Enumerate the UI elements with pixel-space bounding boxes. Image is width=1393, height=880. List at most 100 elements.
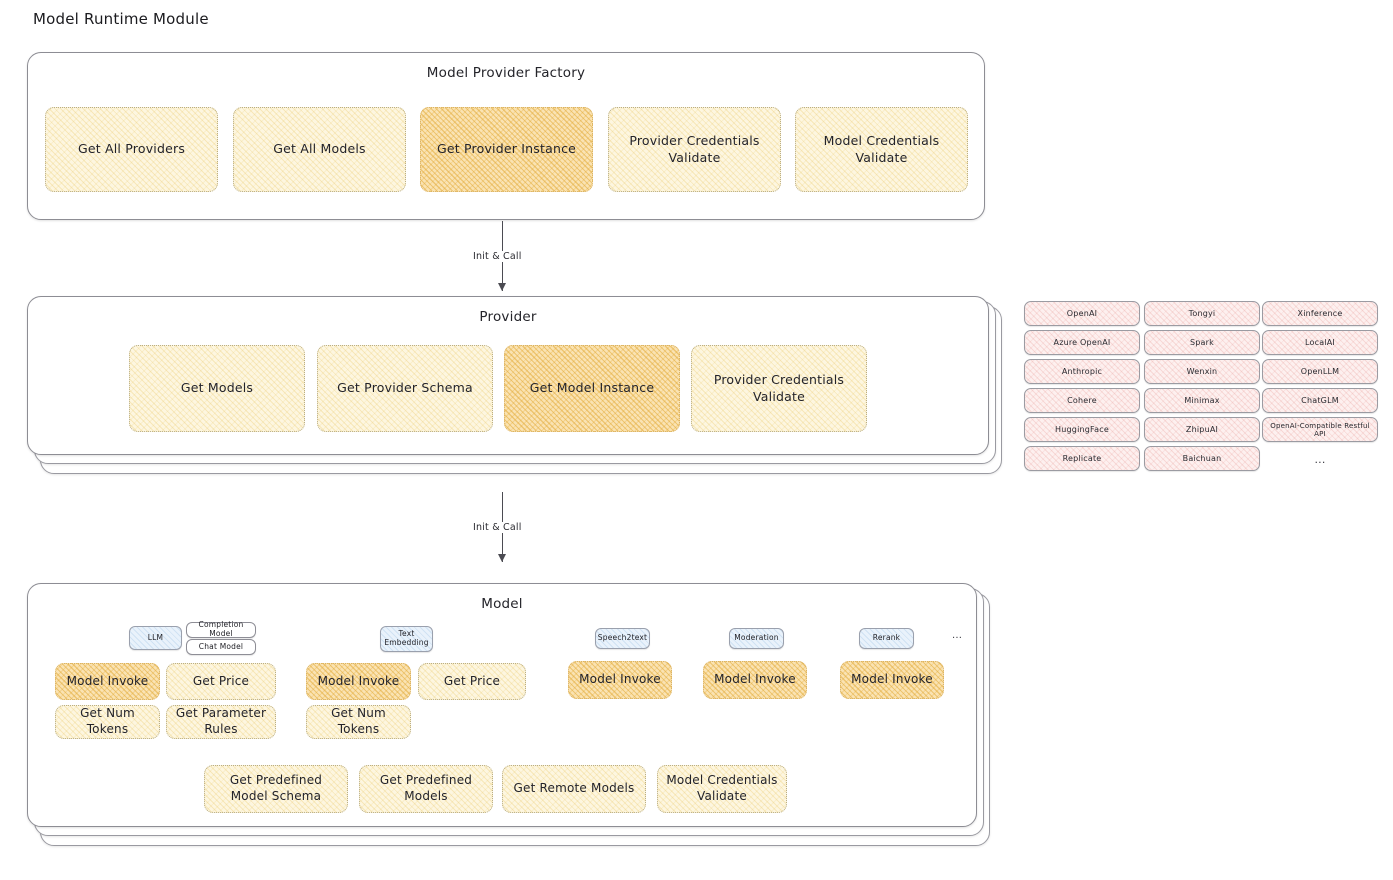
method-label: Get Parameter Rules [175, 706, 267, 736]
model-types-ellipsis: ... [952, 630, 963, 641]
provider-chip-label: ZhipuAI [1185, 425, 1219, 434]
method-label: Get Price [443, 673, 501, 688]
provider-chip-label: Baichuan [1182, 454, 1222, 463]
method-label: Model Invoke [714, 672, 796, 687]
method-label: Get Predefined Models [379, 773, 473, 803]
factory-item-label: Provider Credentials Validate [629, 133, 760, 165]
provider-chip-minimax[interactable]: Minimax [1144, 388, 1260, 413]
model-common-method-get-predefined-models[interactable]: Get Predefined Models [359, 765, 493, 813]
llm-method-get-price[interactable]: Get Price [166, 663, 276, 700]
provider-chip-openllm[interactable]: OpenLLM [1262, 359, 1378, 384]
arrow-factory-to-provider-label: Init & Call [469, 251, 526, 262]
provider-item-get-models[interactable]: Get Models [129, 345, 305, 432]
provider-chip-label: OpenLLM [1300, 367, 1340, 376]
provider-chip-replicate[interactable]: Replicate [1024, 446, 1140, 471]
provider-chip-wenxin[interactable]: Wenxin [1144, 359, 1260, 384]
model-title: Model [481, 596, 523, 612]
provider-chip-cohere[interactable]: Cohere [1024, 388, 1140, 413]
provider-chip-openai[interactable]: OpenAI [1024, 301, 1140, 326]
factory-item-label: Get All Models [273, 141, 366, 157]
model-common-method-get-remote-models[interactable]: Get Remote Models [502, 765, 646, 813]
provider-chip-label: ChatGLM [1301, 396, 1339, 405]
provider-chip-label: Wenxin [1186, 367, 1218, 376]
factory-item-label: Get All Providers [77, 141, 186, 157]
provider-chip-anthropic[interactable]: Anthropic [1024, 359, 1140, 384]
factory-item-get-all-providers[interactable]: Get All Providers [45, 107, 218, 192]
factory-item-model-credentials-validate[interactable]: Model Credentials Validate [795, 107, 968, 192]
text-embedding-method-get-price[interactable]: Get Price [418, 663, 526, 700]
provider-chip-tongyi[interactable]: Tongyi [1144, 301, 1260, 326]
arrow-factory-to-provider-head [498, 283, 506, 291]
method-label: Model Credentials Validate [666, 773, 778, 803]
method-label: Model Invoke [66, 673, 149, 688]
provider-chip-ellipsis: ... [1314, 452, 1326, 466]
arrow-provider-to-model-label: Init & Call [469, 522, 526, 533]
model-subtype-label: Chat Model [198, 641, 244, 651]
provider-item-label: Get Model Instance [529, 380, 655, 396]
model-type-label: Rerank [872, 633, 901, 643]
model-type-badge-text-embedding[interactable]: Text Embedding [380, 626, 433, 652]
method-label: Model Invoke [579, 672, 661, 687]
provider-chip-spark[interactable]: Spark [1144, 330, 1260, 355]
rerank-method-model-invoke[interactable]: Model Invoke [840, 661, 944, 699]
model-type-badge-speech2text[interactable]: Speech2text [595, 628, 650, 649]
llm-method-model-invoke[interactable]: Model Invoke [55, 663, 160, 700]
moderation-method-model-invoke[interactable]: Model Invoke [703, 661, 807, 699]
method-label: Get Predefined Model Schema [229, 773, 323, 803]
method-label: Get Num Tokens [331, 706, 386, 736]
page-title: Model Runtime Module [33, 10, 209, 28]
model-type-badge-rerank[interactable]: Rerank [859, 628, 914, 649]
provider-chip-localai[interactable]: LocalAI [1262, 330, 1378, 355]
provider-chip-huggingface[interactable]: HuggingFace [1024, 417, 1140, 442]
text-embedding-method-get-num-tokens[interactable]: Get Num Tokens [306, 705, 411, 739]
llm-method-get-parameter-rules[interactable]: Get Parameter Rules [166, 705, 276, 739]
factory-item-provider-credentials-validate[interactable]: Provider Credentials Validate [608, 107, 781, 192]
method-label: Model Invoke [317, 673, 400, 688]
provider-chip-label: Anthropic [1061, 367, 1103, 376]
model-type-label: Speech2text [597, 633, 648, 643]
model-common-method-get-predefined-model-schema[interactable]: Get Predefined Model Schema [204, 765, 348, 813]
provider-chip-label: HuggingFace [1055, 425, 1109, 434]
text-embedding-method-model-invoke[interactable]: Model Invoke [306, 663, 411, 700]
speech2text-method-model-invoke[interactable]: Model Invoke [568, 661, 672, 699]
arrow-provider-to-model-head [498, 554, 506, 562]
method-label: Model Invoke [851, 672, 933, 687]
provider-chip-label: OpenAI [1066, 309, 1098, 318]
provider-chip-label: OpenAI-Compatible Restful API [1270, 421, 1370, 438]
provider-chip-openai-compatible-restful-api[interactable]: OpenAI-Compatible Restful API [1262, 417, 1378, 442]
provider-chip-xinference[interactable]: Xinference [1262, 301, 1378, 326]
provider-chip-label: Minimax [1184, 396, 1220, 405]
provider-chip-label: Replicate [1062, 454, 1102, 463]
provider-item-label: Provider Credentials Validate [713, 372, 845, 404]
provider-item-get-model-instance[interactable]: Get Model Instance [504, 345, 680, 432]
provider-chip-baichuan[interactable]: Baichuan [1144, 446, 1260, 471]
model-provider-factory-title: Model Provider Factory [426, 65, 586, 81]
provider-chip-label: LocalAI [1305, 338, 1335, 347]
model-type-badge-llm[interactable]: LLM [129, 626, 182, 650]
llm-method-get-num-tokens[interactable]: Get Num Tokens [55, 705, 160, 739]
factory-item-label: Model Credentials Validate [823, 133, 940, 165]
method-label: Get Price [192, 673, 250, 688]
provider-item-get-provider-schema[interactable]: Get Provider Schema [317, 345, 493, 432]
model-common-method-model-credentials-validate[interactable]: Model Credentials Validate [657, 765, 787, 813]
provider-title: Provider [479, 309, 537, 325]
provider-chip-label: Xinference [1297, 309, 1343, 318]
provider-chip-azure-openai[interactable]: Azure OpenAI [1024, 330, 1140, 355]
factory-item-label: Get Provider Instance [436, 141, 577, 157]
provider-item-label: Get Provider Schema [337, 380, 473, 396]
model-subtype-badge-chat-model[interactable]: Chat Model [186, 639, 256, 655]
model-subtype-badge-completion-model[interactable]: Completion Model [186, 620, 256, 638]
factory-item-get-all-models[interactable]: Get All Models [233, 107, 406, 192]
model-type-label: LLM [147, 632, 164, 642]
provider-chip-zhipuai[interactable]: ZhipuAI [1144, 417, 1260, 442]
model-type-label: Text Embedding [384, 629, 429, 647]
provider-chip-chatglm[interactable]: ChatGLM [1262, 388, 1378, 413]
provider-item-label: Get Models [180, 380, 254, 396]
model-subtype-label: Completion Model [198, 620, 244, 638]
model-type-badge-moderation[interactable]: Moderation [729, 628, 784, 649]
model-type-label: Moderation [734, 633, 779, 643]
provider-chip-label: Cohere [1067, 396, 1097, 405]
method-label: Get Num Tokens [80, 706, 135, 736]
provider-item-provider-credentials-validate[interactable]: Provider Credentials Validate [691, 345, 867, 432]
factory-item-get-provider-instance[interactable]: Get Provider Instance [420, 107, 593, 192]
